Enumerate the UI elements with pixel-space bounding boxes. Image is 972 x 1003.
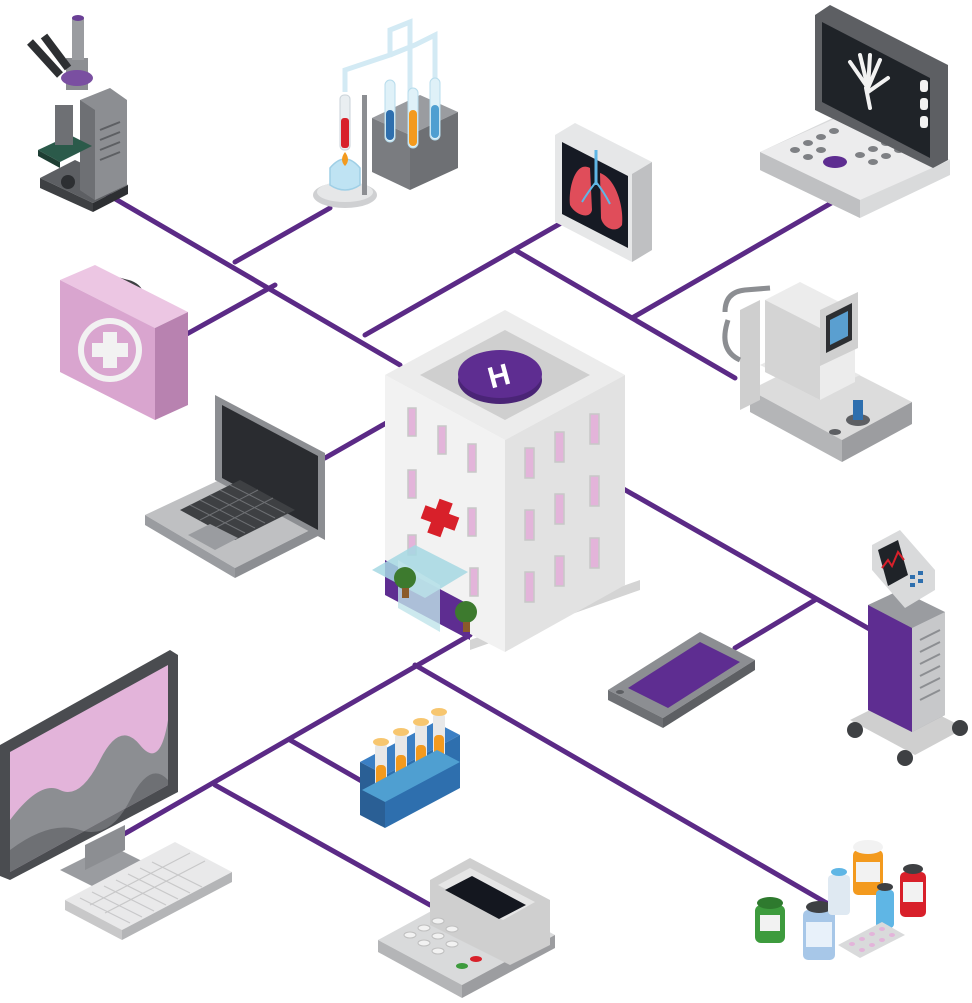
keyboard-icon (65, 842, 232, 940)
medicine-bottles-icon (755, 840, 926, 960)
hand-xray-ultrasound-icon (760, 5, 950, 218)
connector-lines (97, 187, 883, 908)
smartphone-icon (608, 632, 755, 728)
patient-monitor-cart-icon (847, 530, 968, 766)
test-tubes-rack-icon (360, 708, 460, 828)
hospital-building-icon: H (372, 310, 640, 652)
laptop-icon (145, 395, 325, 578)
lung-xray-monitor-icon (555, 123, 652, 262)
lab-distillation-icon (313, 18, 458, 208)
eye-examination-machine-icon (722, 282, 912, 462)
microscope-icon (27, 15, 128, 212)
medical-terminal-icon (378, 858, 555, 998)
first-aid-kit-icon (60, 265, 188, 420)
desktop-monitor-icon (0, 650, 178, 895)
